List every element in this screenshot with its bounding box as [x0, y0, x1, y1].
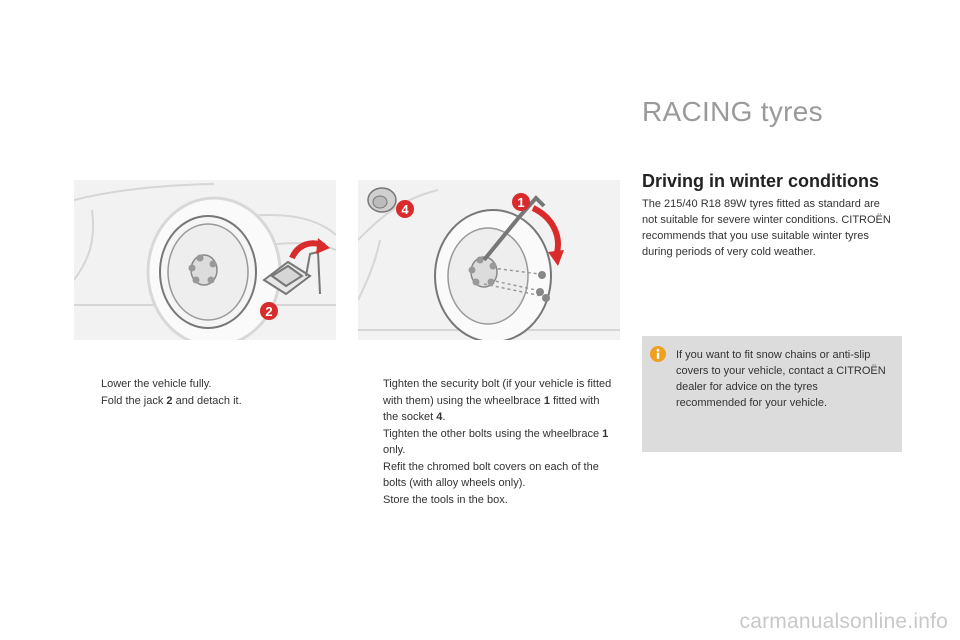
wheelbrace-illustration: 4 1: [358, 180, 620, 340]
steps-left: Lower the vehicle fully. Fold the jack 2…: [76, 376, 338, 409]
info-note: If you want to fit snow chains or anti-s…: [676, 349, 886, 409]
info-box: If you want to fit snow chains or anti-s…: [642, 336, 902, 452]
callout-2: 2: [260, 302, 278, 320]
list-item: Fold the jack 2 and detach it.: [101, 394, 242, 407]
svg-text:1: 1: [517, 195, 524, 210]
jack-icon: [262, 250, 321, 296]
svg-text:2: 2: [265, 304, 272, 319]
list-item: Tighten the security bolt (if your vehic…: [383, 378, 612, 423]
callout-1: 1: [512, 193, 530, 211]
list-item: Store the tools in the box.: [383, 493, 508, 506]
socket-icon: [367, 187, 397, 213]
subsection-title: Driving in winter conditions: [642, 171, 880, 191]
svg-text:4: 4: [401, 202, 409, 217]
steps-middle: Tighten the security bolt (if your vehic…: [358, 376, 612, 508]
section-title: RACING tyres: [642, 96, 823, 127]
list-item: Tighten the other bolts using the wheelb…: [383, 427, 609, 457]
info-icon: [650, 346, 666, 362]
list-item: Lower the vehicle fully.: [101, 378, 212, 390]
jack-illustration: 2: [74, 180, 336, 340]
bolt-icon: [483, 267, 543, 297]
callout-4: 4: [396, 200, 414, 218]
footer-watermark: carmanualsonline.info: [739, 610, 948, 633]
wheel-icon: [434, 209, 552, 340]
list-item: Refit the chromed bolt covers on each of…: [383, 460, 599, 490]
body-paragraph: The 215/40 R18 89W tyres fitted as stand…: [642, 198, 891, 258]
wheel-icon: [146, 196, 282, 340]
